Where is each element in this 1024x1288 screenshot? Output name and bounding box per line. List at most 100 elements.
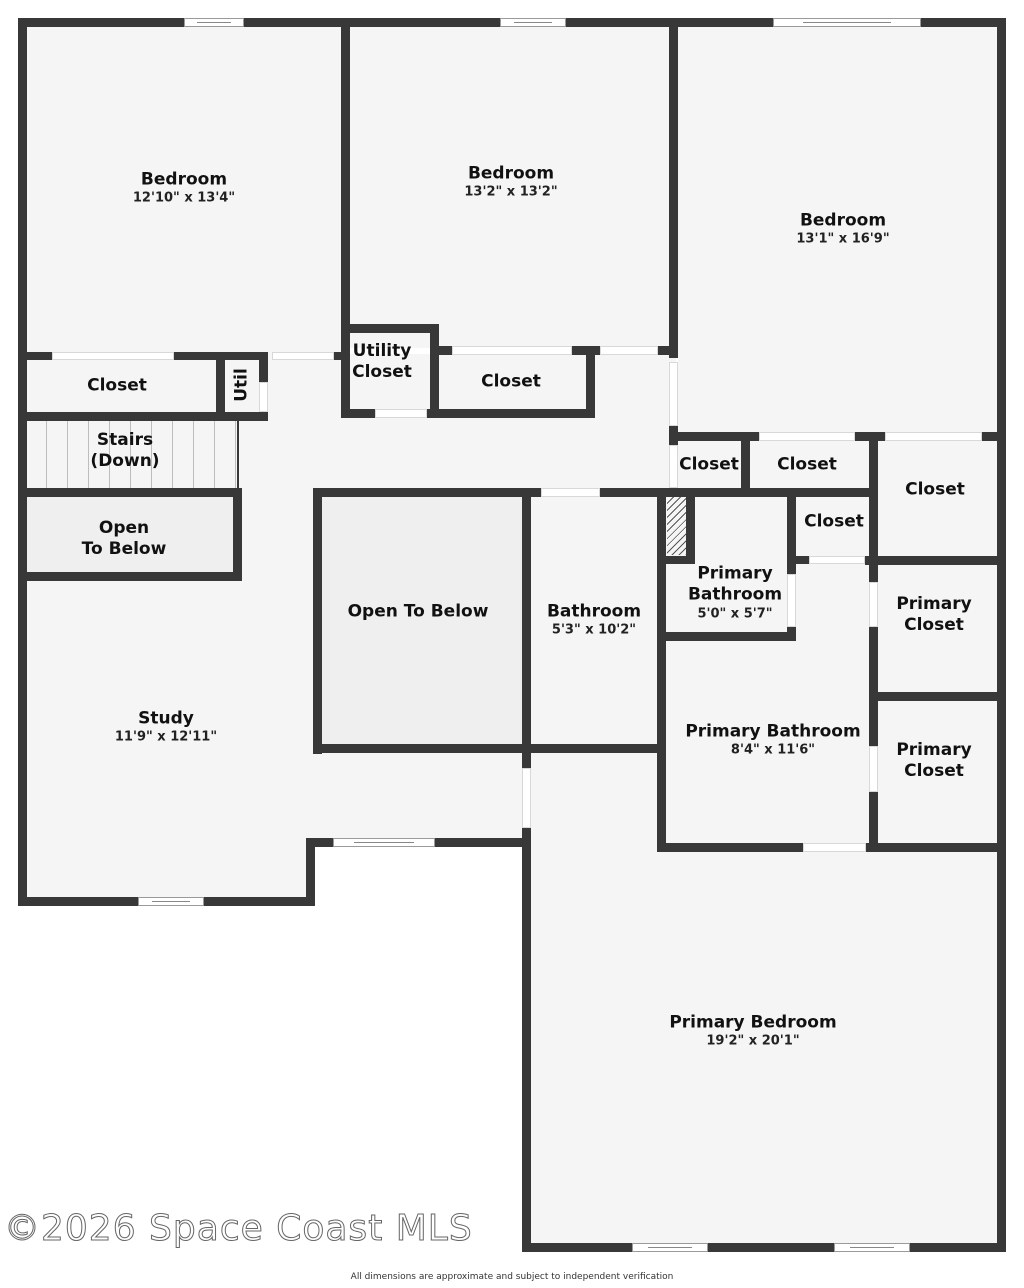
window — [632, 1243, 708, 1252]
room-name: Primary Bathroom — [685, 721, 861, 742]
wall — [600, 488, 878, 497]
room-label-open-to-below-small: Open To Below — [82, 518, 167, 561]
room-name: Closet — [804, 511, 864, 532]
room-name: Bedroom — [799, 210, 887, 231]
wall — [306, 838, 315, 906]
room-label-closet-mid: Closet — [481, 371, 541, 392]
wall — [669, 18, 678, 358]
wall — [259, 356, 268, 382]
room-name: Closet — [481, 371, 541, 392]
door-opening — [600, 346, 658, 355]
window — [333, 838, 435, 847]
window — [834, 1243, 910, 1252]
door-opening — [541, 488, 600, 497]
room-label-closet-left: Closet — [87, 375, 147, 396]
dimensions-disclaimer: All dimensions are approximate and subje… — [350, 1272, 674, 1282]
wall — [216, 352, 225, 418]
room-label-util: Util — [231, 368, 252, 402]
wall — [522, 828, 531, 848]
room-name-line-2: Closet — [904, 615, 964, 635]
room-label-closet-d: Closet — [804, 511, 864, 532]
bedroom-3-floor — [678, 26, 998, 436]
room-dimensions: 8'4" x 11'6" — [730, 742, 816, 758]
door-opening — [869, 746, 878, 792]
room-name-line-2: Closet — [352, 362, 412, 382]
wall — [657, 556, 695, 564]
wall — [430, 324, 439, 418]
room-label-bedroom-2: Bedroom 13'2" x 13'2" — [464, 163, 557, 201]
room-name: Closet — [679, 454, 739, 475]
wall — [313, 488, 322, 754]
room-name: Bathroom — [546, 601, 642, 622]
room-name-line-1: Primary — [896, 593, 972, 614]
wall — [341, 324, 439, 333]
room-dimensions: 5'3" x 10'2" — [551, 622, 637, 638]
wall — [997, 18, 1006, 1252]
wall — [233, 488, 242, 580]
room-label-open-to-below-large: Open To Below — [348, 601, 489, 622]
wall — [522, 1243, 1006, 1252]
bedroom-1-floor — [26, 26, 344, 354]
door-opening — [259, 382, 268, 412]
door-opening — [759, 432, 855, 441]
room-label-primary-bedroom: Primary Bedroom 19'2" x 20'1" — [669, 1012, 836, 1050]
room-label-bedroom-3: Bedroom 13'1" x 16'9" — [796, 210, 889, 248]
open-to-below-large-floor — [322, 496, 522, 744]
wall — [427, 409, 595, 418]
room-name: Closet — [777, 454, 837, 475]
bedroom-2-floor — [350, 26, 670, 348]
wall — [341, 18, 350, 418]
room-name: Study — [138, 708, 194, 729]
wall — [522, 488, 531, 768]
wall — [657, 843, 803, 852]
room-label-bathroom: Bathroom 5'3" x 10'2" — [547, 601, 641, 639]
wall — [658, 346, 678, 355]
room-label-primary-bathroom: Primary Bathroom 8'4" x 11'6" — [685, 721, 860, 759]
room-label-primary-bathroom-small: Primary Bathroom 5'0" x 5'7" — [688, 564, 782, 623]
room-name: Closet — [87, 375, 147, 396]
door-opening — [452, 346, 572, 355]
room-label-closet-b: Closet — [777, 454, 837, 475]
door-opening — [272, 352, 334, 360]
door-opening — [669, 362, 678, 426]
door-opening — [809, 556, 865, 564]
wall — [869, 436, 878, 851]
copyright-watermark: ©2026 Space Coast MLS — [4, 1208, 473, 1250]
room-name-line-2: To Below — [81, 539, 167, 559]
study-floor — [26, 578, 308, 898]
open-to-below-small-floor — [26, 496, 234, 572]
wall — [787, 556, 809, 564]
room-label-bedroom-1: Bedroom 12'10" x 13'4" — [133, 169, 235, 207]
room-dimensions: 13'2" x 13'2" — [464, 184, 558, 200]
wall — [865, 556, 1006, 565]
room-name: Closet — [905, 479, 965, 500]
wall — [686, 488, 695, 564]
window — [138, 897, 204, 906]
room-name-line-2: Bathroom — [687, 584, 783, 605]
room-dimensions: 11'9" x 12'11" — [114, 729, 218, 745]
door-opening — [375, 409, 427, 418]
stairs-right-rail — [237, 420, 239, 490]
room-label-utility-closet: Utility Closet — [352, 341, 412, 384]
room-dimensions: 13'1" x 16'9" — [796, 231, 890, 247]
stairs-treads — [26, 420, 238, 488]
wall — [586, 346, 595, 418]
door-opening — [869, 582, 878, 627]
room-name: Primary Bedroom — [669, 1012, 837, 1033]
window — [184, 18, 244, 27]
room-name: Bedroom — [467, 163, 555, 184]
room-name: Open To Below — [347, 601, 489, 622]
wall — [866, 843, 1006, 852]
room-dimensions: 19'2" x 20'1" — [706, 1033, 800, 1049]
window — [773, 18, 921, 27]
wall — [313, 488, 541, 497]
door-opening — [52, 352, 174, 360]
room-label-closet-a: Closet — [679, 454, 739, 475]
wall — [522, 744, 531, 1252]
room-name: Util — [231, 368, 252, 402]
window — [500, 18, 566, 27]
room-label-closet-c: Closet — [905, 479, 965, 500]
wall — [341, 409, 375, 418]
room-label-stairs: Stairs (Down) — [90, 430, 159, 473]
room-label-study: Study 11'9" x 12'11" — [115, 708, 217, 746]
